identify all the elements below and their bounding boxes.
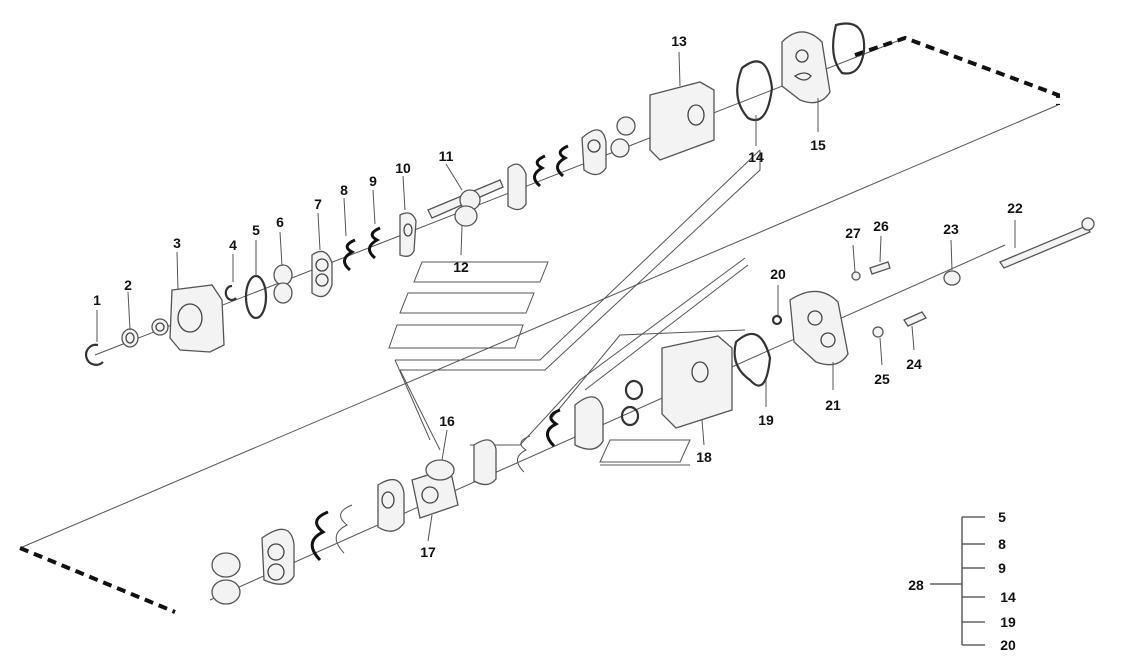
- upper-seals: [533, 144, 569, 188]
- callout-5: 5: [252, 222, 260, 238]
- callout-10: 10: [395, 160, 411, 176]
- callout-6: 6: [276, 214, 284, 230]
- callout-22: 22: [1007, 200, 1023, 216]
- kit-item: 19: [1000, 614, 1016, 630]
- lower-seals: [310, 504, 353, 562]
- callout-21: 21: [825, 397, 841, 413]
- callout-23: 23: [943, 221, 959, 237]
- part-2-washer: [151, 318, 169, 336]
- part-14-oring: [736, 60, 774, 121]
- callout-18: 18: [696, 449, 712, 465]
- lower-seal-rings: [473, 408, 561, 486]
- part-13-body: [649, 81, 715, 161]
- upper-thrust-plate: [581, 129, 607, 176]
- part-15-oring: [831, 22, 866, 75]
- kit-bracket: [930, 516, 985, 646]
- part-12-gear: [454, 205, 478, 227]
- part-2-seal: [121, 328, 139, 348]
- part-8-seal: [343, 238, 356, 272]
- leader-lines: [96, 51, 1016, 542]
- kit-item: 5: [998, 509, 1006, 525]
- callout-3: 3: [173, 235, 181, 251]
- callout-9: 9: [369, 173, 377, 189]
- part-27-washer: [851, 271, 861, 281]
- callout-2: 2: [124, 277, 132, 293]
- part-25-washer: [872, 326, 884, 338]
- part-22-bolt: [999, 217, 1095, 269]
- lower-plate: [261, 528, 295, 585]
- callout-19: 19: [758, 412, 774, 428]
- callout-24: 24: [906, 356, 922, 372]
- part-1-snap-ring: [84, 343, 104, 366]
- part-19-oring: [733, 332, 772, 387]
- part-11-drive-shaft: [427, 179, 504, 219]
- part-20-ring: [771, 314, 783, 326]
- part-15-rear-cover: [781, 31, 831, 104]
- callout-4: 4: [229, 237, 237, 253]
- lower-bushings: [211, 552, 241, 605]
- dashed-boundary: [19, 35, 1060, 614]
- callout-1: 1: [93, 292, 101, 308]
- part-6-bushings: [273, 264, 293, 304]
- callout-25: 25: [874, 371, 890, 387]
- callout-13: 13: [671, 33, 687, 49]
- part-7-plate: [311, 250, 333, 298]
- callout-11: 11: [438, 148, 454, 164]
- callout-26: 26: [873, 218, 889, 234]
- callout-14: 14: [748, 149, 764, 165]
- callout-27: 27: [845, 225, 861, 241]
- upper-plate: [507, 163, 527, 211]
- kit-item: 20: [1000, 637, 1016, 653]
- part-26-screw: [869, 261, 891, 275]
- callout-8: 8: [340, 182, 348, 198]
- part-10-seal: [399, 212, 417, 257]
- part-23-nut: [943, 270, 961, 286]
- part-18-body: [661, 335, 733, 429]
- kit-item: 14: [1000, 589, 1016, 605]
- part-21-rear-cover: [789, 290, 849, 366]
- lower-rings: [620, 379, 644, 427]
- kit-item: 9: [998, 560, 1006, 576]
- part-3-front-cover: [169, 284, 225, 353]
- part-24-bolt: [903, 311, 927, 327]
- part-16-drive-gear: [425, 459, 455, 481]
- part-5-oring: [244, 274, 268, 320]
- callout-12: 12: [453, 259, 469, 275]
- part-4-ring: [224, 284, 237, 302]
- ghost-panels: [388, 149, 761, 466]
- kit-item: 8: [998, 536, 1006, 552]
- callout-20: 20: [770, 266, 786, 282]
- callout-17: 17: [420, 544, 436, 560]
- lower-plate-2: [574, 396, 604, 450]
- callout-16: 16: [439, 413, 455, 429]
- axis-lines: [19, 39, 1059, 601]
- lower-thrust-plate: [377, 478, 405, 532]
- part-9-seal: [368, 226, 381, 260]
- kit-label: 28: [908, 577, 924, 593]
- upper-bushings: [610, 116, 636, 158]
- callout-7: 7: [314, 196, 322, 212]
- callout-15: 15: [810, 137, 826, 153]
